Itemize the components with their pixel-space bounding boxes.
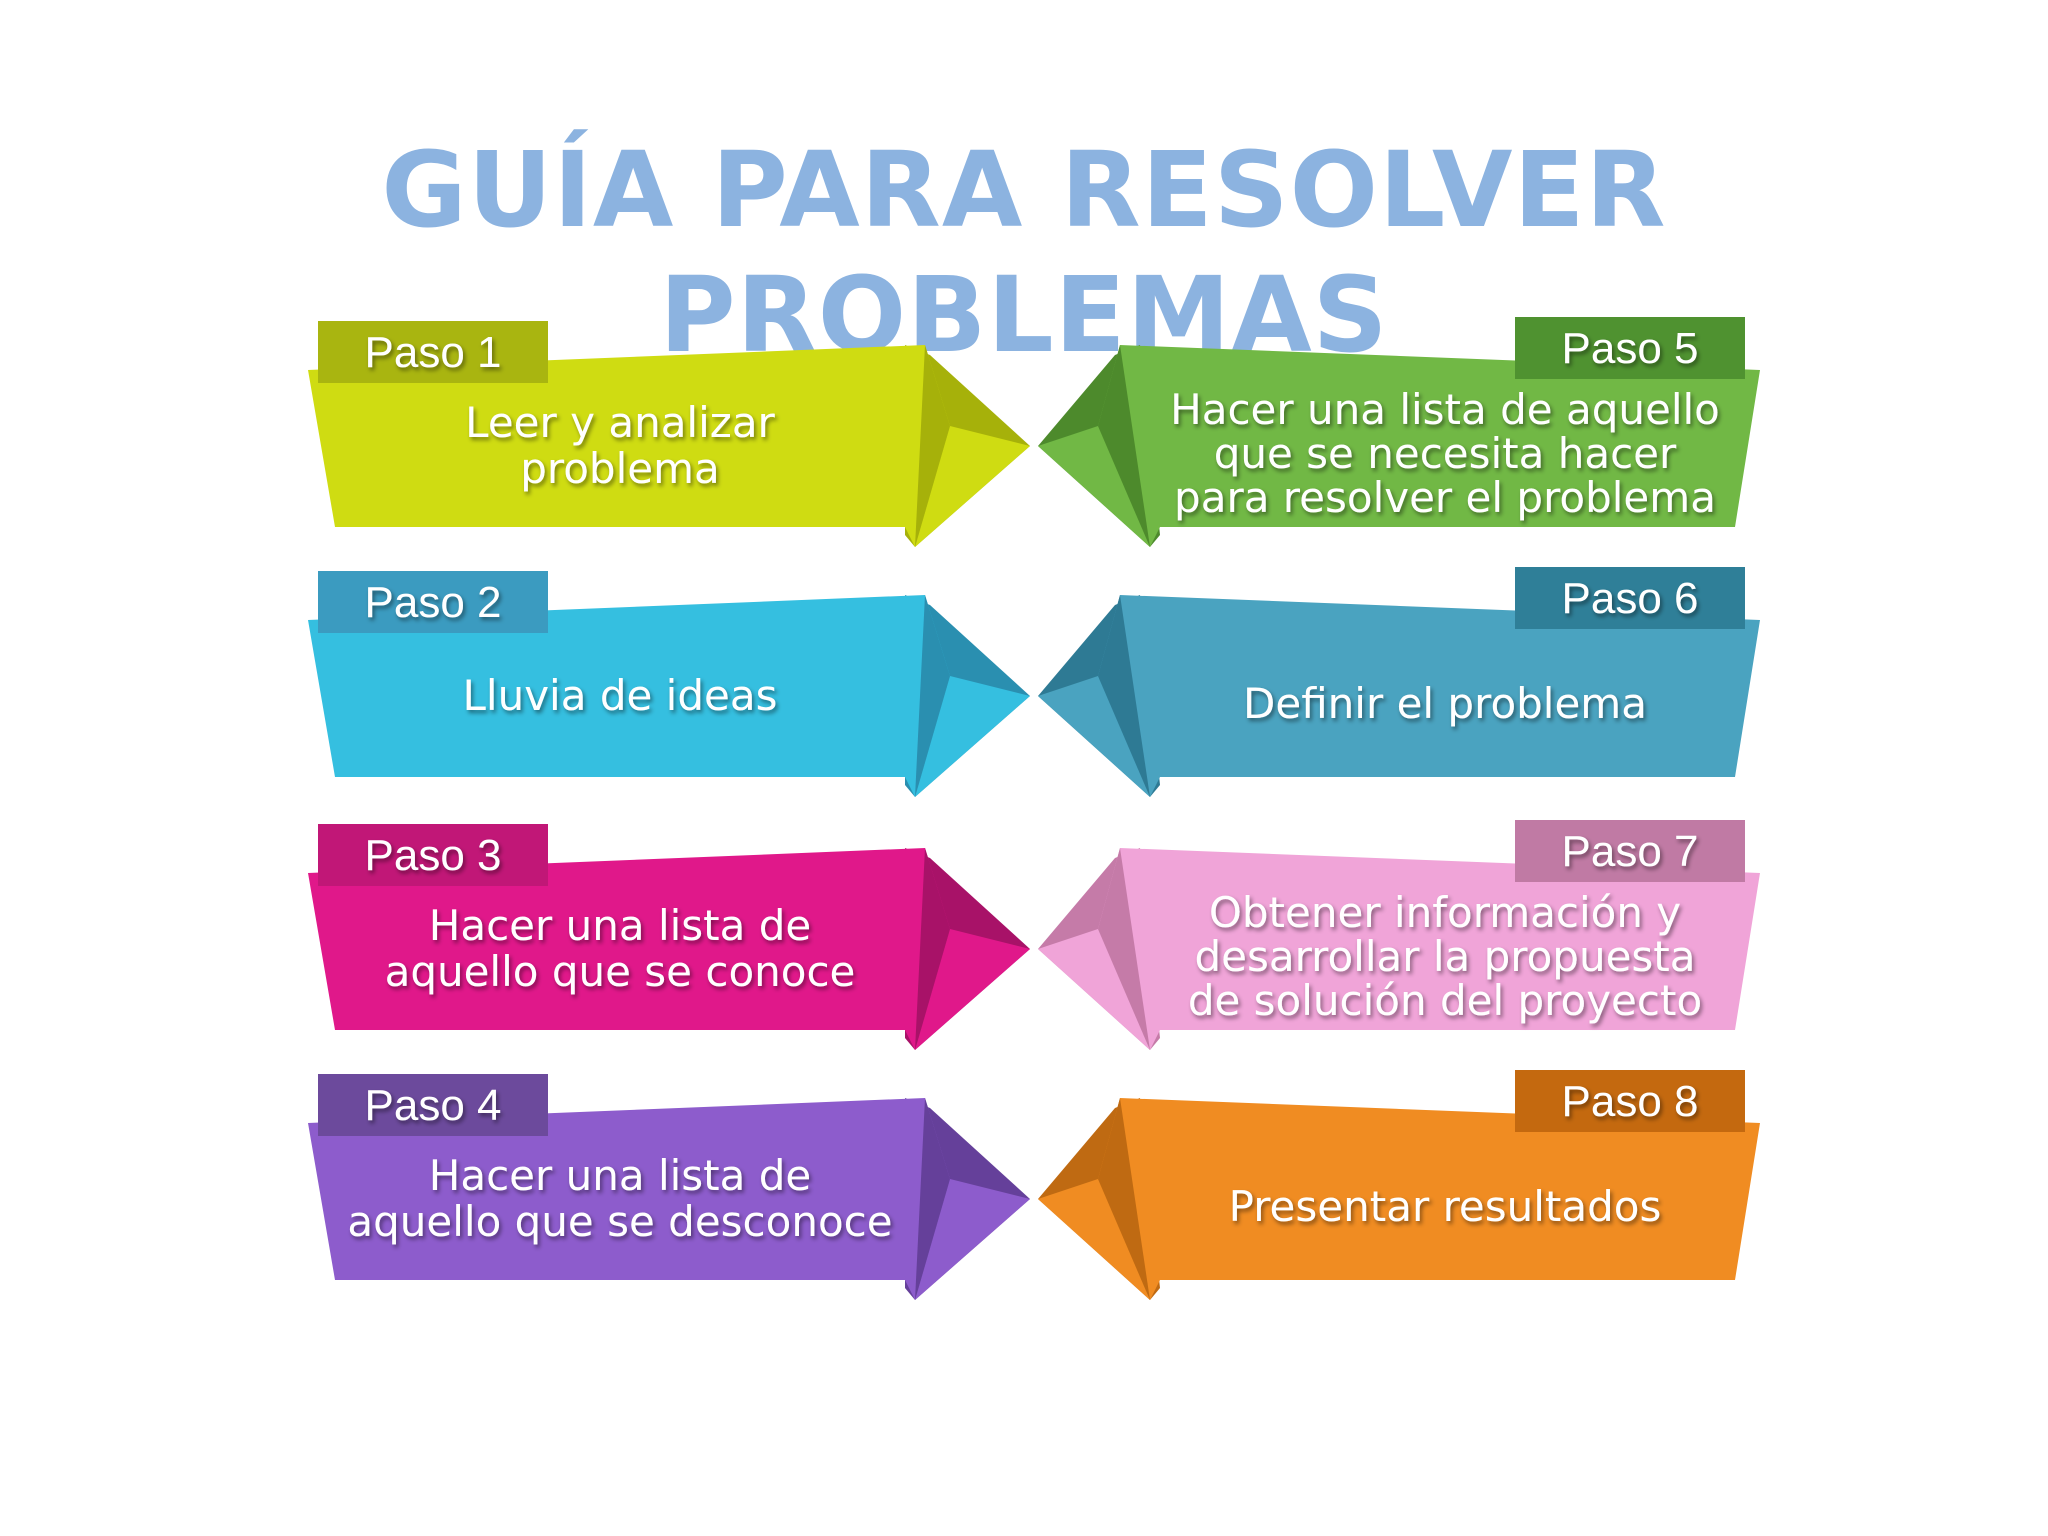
- step-banner: [308, 848, 950, 1050]
- step-tab: [1515, 820, 1745, 882]
- step-6: Paso 6 Definir el problema: [1038, 567, 1760, 797]
- step-text-line: de solución del proyecto: [1188, 976, 1702, 1025]
- step-arrow: [1038, 676, 1150, 797]
- step-arrow: [915, 426, 1030, 547]
- step-arrow-shade: [915, 848, 950, 1050]
- step-tab-label: Paso 3: [365, 831, 502, 880]
- step-text-line: Hacer una lista de: [429, 1151, 811, 1200]
- step-banner: [308, 595, 950, 797]
- step-banner: [308, 1098, 950, 1300]
- step-tab: [318, 321, 548, 383]
- step-text-line: desarrollar la propuesta: [1194, 932, 1695, 981]
- step-text-line: Hacer una lista de aquello: [1170, 385, 1720, 434]
- step-text-line: Presentar resultados: [1229, 1182, 1662, 1231]
- step-arrow: [915, 1179, 1030, 1300]
- step-8: Paso 8 Presentar resultados: [1038, 1070, 1760, 1300]
- step-banner: [1098, 595, 1760, 797]
- step-tab-label: Paso 4: [365, 1081, 502, 1130]
- step-tab: [318, 571, 548, 633]
- step-tab-label: Paso 2: [365, 578, 502, 627]
- step-text-line: problema: [520, 444, 720, 493]
- step-arrow-shade: [915, 595, 950, 797]
- step-2: Paso 2 Lluvia de ideas: [308, 571, 1030, 797]
- step-text-line: Obtener información y: [1209, 888, 1681, 937]
- step-tab-label: Paso 8: [1562, 1077, 1699, 1126]
- step-arrow-shade: [1098, 848, 1150, 1050]
- step-arrow-shade: [1098, 1098, 1150, 1300]
- step-text-line: que se necesita hacer: [1214, 429, 1677, 478]
- step-tab: [318, 824, 548, 886]
- step-text-line: Leer y analizar: [465, 398, 775, 447]
- step-tab-label: Paso 6: [1562, 574, 1699, 623]
- step-arrow-shade: [915, 345, 950, 547]
- step-tab: [1515, 1070, 1745, 1132]
- step-banner: [1098, 345, 1760, 547]
- step-arrow: [1038, 929, 1150, 1050]
- step-arrow: [915, 929, 1030, 1050]
- step-text-line: Definir el problema: [1243, 679, 1647, 728]
- step-arrow: [1038, 1179, 1150, 1300]
- step-banner: [308, 345, 950, 547]
- step-text-line: aquello que se conoce: [385, 947, 856, 996]
- slide-title: GUÍA PARA RESOLVER PROBLEMAS: [381, 129, 1667, 376]
- step-tab-label: Paso 5: [1562, 324, 1699, 373]
- step-text-line: Hacer una lista de: [429, 901, 811, 950]
- step-arrow-shade: [1098, 595, 1150, 797]
- step-tab: [1515, 317, 1745, 379]
- step-arrow: [915, 676, 1030, 797]
- step-arrow-shade: [1098, 345, 1150, 547]
- step-tab: [318, 1074, 548, 1136]
- step-banner: [1098, 1098, 1760, 1300]
- step-tab: [1515, 567, 1745, 629]
- step-text-line: Lluvia de ideas: [463, 671, 778, 720]
- step-tab-label: Paso 7: [1562, 827, 1699, 876]
- step-arrow: [1038, 426, 1150, 547]
- step-banner: [1098, 848, 1760, 1050]
- step-text-line: aquello que se desconoce: [347, 1197, 892, 1246]
- step-text-line: para resolver el problema: [1174, 473, 1716, 522]
- step-arrow-shade: [915, 1098, 950, 1300]
- step-tab-label: Paso 1: [365, 328, 502, 377]
